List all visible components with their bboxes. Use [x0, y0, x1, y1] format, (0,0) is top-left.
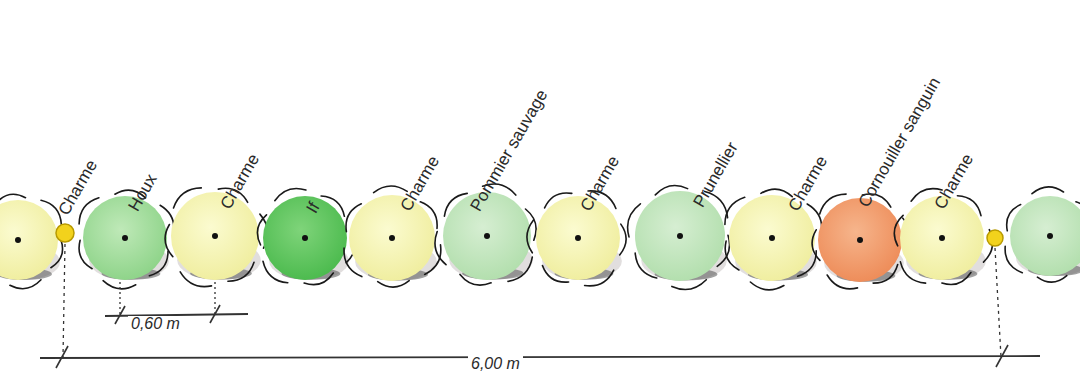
shrub-outline	[344, 186, 441, 287]
shrub-outline	[1005, 187, 1080, 282]
planting-point	[302, 235, 308, 241]
shrub-crown	[635, 191, 725, 281]
shrub-crown	[536, 196, 620, 280]
shrub-group	[0, 184, 1080, 290]
planting-point	[122, 235, 128, 241]
plant-name: Prunellier	[690, 139, 741, 210]
planting-point	[769, 235, 775, 241]
end-marker	[987, 230, 1003, 246]
planting-point	[1047, 233, 1053, 239]
shrub-crown	[818, 198, 902, 282]
shrub-crown	[83, 196, 167, 280]
length-dimension	[40, 244, 1040, 368]
plant-name: Charme	[55, 157, 100, 218]
shrub-crown	[1010, 196, 1080, 276]
shrub-outline	[0, 194, 63, 288]
planting-point	[857, 237, 863, 243]
plant-name: Houx	[125, 171, 160, 214]
end-marker	[56, 224, 74, 242]
planting-point	[484, 233, 490, 239]
plant-name: Charme	[397, 153, 442, 214]
plant-name: Pommier sauvage	[467, 87, 550, 214]
planting-point	[575, 235, 581, 241]
plant-name: Cornouiller sanguin	[855, 75, 943, 210]
shrub-outline	[257, 188, 355, 284]
planting-point	[212, 233, 218, 239]
dimension-label: 6,00 m	[468, 356, 523, 372]
planting-point	[939, 235, 945, 241]
planting-point	[389, 235, 395, 241]
shrub-crown	[349, 195, 435, 281]
shrub-crown	[263, 196, 347, 280]
shrub-crown	[0, 200, 58, 280]
dimension-label: 0,60 m	[128, 316, 183, 332]
shrub-crown	[171, 192, 259, 280]
planting-point	[15, 237, 21, 243]
planting-point	[677, 233, 683, 239]
shrub-outline	[725, 189, 822, 290]
shrub-outline	[628, 185, 730, 289]
